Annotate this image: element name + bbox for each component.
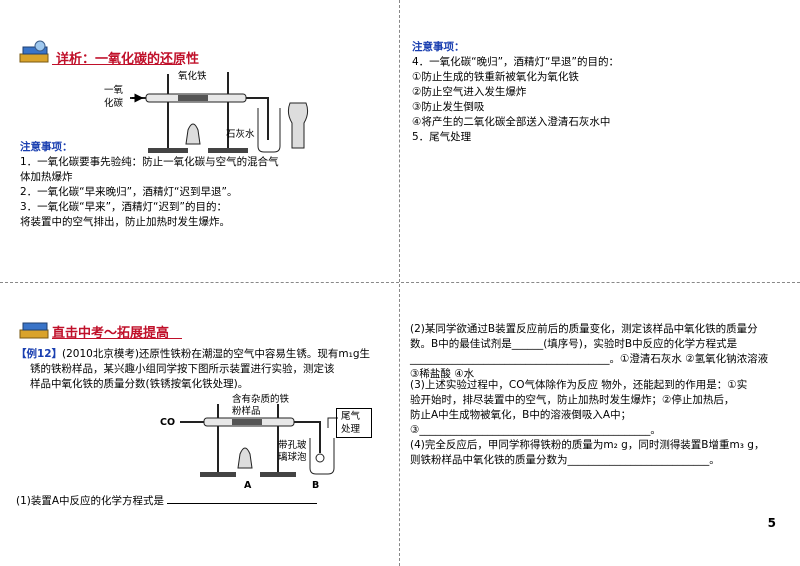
exhaust-label: 尾气 处理 [341, 411, 361, 435]
books-icon [19, 40, 49, 63]
section-heading: 直击中考～拓展提高 [52, 326, 170, 341]
note-line: ③防止发生倒吸 [412, 101, 485, 113]
question-3-line: (3)上述实验过程中，CO气体除作为反应 物外，还能起到的作用是：①实 [410, 379, 748, 391]
note-line: 将装置中的空气排出，防止加热时发生爆炸。 [20, 216, 230, 228]
problem-line: (2010北京模考)还原性铁粉在潮湿的空气中容易生锈。现有m₁g生 [62, 348, 371, 360]
apparatus-a-label: A [244, 480, 252, 491]
example-tag: 【例12】 [16, 348, 63, 360]
note-line: ②防止空气进入发生爆炸 [412, 86, 527, 98]
co-label: 一氧 化碳 [104, 85, 124, 109]
co-label: CO [160, 417, 176, 428]
rust-analysis-apparatus-diagram [180, 404, 338, 477]
iron-oxide-label: 氧化铁 [178, 71, 207, 82]
question-2-line: ______________________________________。①… [410, 353, 769, 365]
exhaust-box: 尾气 处理 [336, 408, 372, 438]
question-1-text: (1)装置A中反应的化学方程式是 [16, 495, 165, 507]
heading-underline [52, 64, 182, 65]
notes-title: 注意事项： [20, 141, 73, 153]
co-reduction-apparatus-diagram [130, 72, 309, 153]
quadrant-divider-vertical [399, 0, 400, 566]
problem-line: 锈的铁粉样品，某兴趣小组同学按下图所示装置进行实验，测定该 [30, 363, 335, 375]
note-line: 4．一氧化碳“晚归”，酒精灯“早退”的目的： [412, 56, 619, 68]
note-line: 5．尾气处理 [412, 131, 472, 143]
note-line: ④将产生的二氧化碳全部送入澄清石灰水中 [412, 116, 611, 128]
question-1: (1)装置A中反应的化学方程式是 [16, 492, 318, 509]
note-line: 体加热爆炸 [20, 171, 73, 183]
notes-title: 注意事项： [412, 41, 465, 53]
question-4-line: 则铁粉样品中氧化铁的质量分数为_________________________… [410, 454, 720, 466]
question-4-line: (4)完全反应后，甲同学称得铁粉的质量为m₂ g，同时测得装置B增重m₃ g， [410, 439, 765, 451]
question-2-line: (2)某同学欲通过B装置反应前后的质量变化，测定该样品中氧化铁的质量分 [410, 323, 758, 335]
apparatus-b-label: B [312, 480, 320, 491]
bulb-label: 带孔玻 璃球泡 [278, 440, 307, 463]
limewater-label: 石灰水 [226, 129, 255, 140]
sample-label: 含有杂质的铁 粉样品 [232, 394, 290, 417]
question-3-line: 防止A中生成物被氧化，B中的溶液倒吸入A中； [410, 409, 632, 421]
problem-line: 样品中氧化铁的质量分数(铁锈按氧化铁处理)。 [30, 378, 249, 390]
books-icon [19, 322, 49, 339]
heading-underline [52, 338, 182, 339]
quadrant-divider-horizontal [0, 282, 800, 283]
note-line: 2．一氧化碳“早来晚归”，酒精灯“迟到早退”。 [20, 186, 238, 198]
question-3-line: ③_______________________________________… [410, 424, 661, 436]
answer-blank[interactable] [167, 492, 318, 504]
question-2-line: 数。B中的最佳试剂是______(填序号)，实验时B中反应的化学方程式是 [410, 338, 738, 350]
note-line: 3．一氧化碳“早来”，酒精灯“迟到”的目的： [20, 201, 227, 213]
section-heading: 详析：一氧化碳的还原性 [56, 52, 200, 67]
note-line: ①防止生成的铁重新被氧化为氧化铁 [412, 71, 579, 83]
question-2-line: ③稀盐酸 ④水 [410, 368, 475, 380]
question-3-line: 验开始时，排尽装置中的空气，防止加热时发生爆炸；②停止加热后， [410, 394, 735, 406]
note-line: 1．一氧化碳要事先验纯：防止一氧化碳与空气的混合气 [20, 156, 279, 168]
page-number: 5 [767, 516, 776, 530]
